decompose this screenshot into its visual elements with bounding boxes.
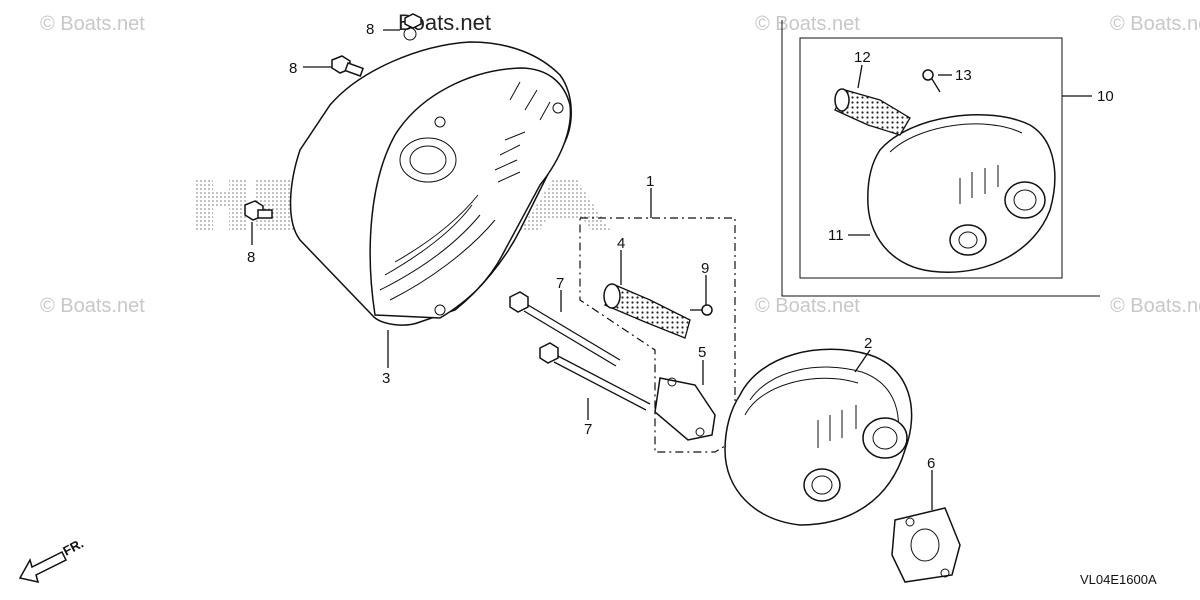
callouts: 1 2 3 4 5 6 7 7 8 8 8 9 10 11 12 13 bbox=[247, 21, 1114, 472]
flange-bolt-lower bbox=[244, 200, 273, 221]
spark-arrester bbox=[603, 283, 691, 339]
callout-2: 2 bbox=[864, 335, 872, 352]
tapping-screw-13 bbox=[922, 69, 941, 93]
watermark-text: © Boats.net bbox=[40, 295, 145, 317]
flange-bolt-left bbox=[331, 55, 364, 77]
leader-lines bbox=[251, 29, 1092, 510]
watermark-text: © Boats.net bbox=[755, 295, 860, 317]
spark-arrester-12 bbox=[834, 88, 911, 136]
callout-5: 5 bbox=[698, 344, 706, 361]
watermark-text: © Boats.net bbox=[1110, 295, 1200, 317]
callout-11: 11 bbox=[828, 227, 844, 244]
callout-9: 9 bbox=[701, 260, 709, 277]
callout-13: 13 bbox=[955, 67, 972, 84]
callout-8-left: 8 bbox=[289, 60, 297, 77]
diagram-code: VL04E1600A bbox=[1080, 572, 1157, 587]
watermark-group: © Boats.net © Boats.net © Boats.net © Bo… bbox=[40, 13, 1200, 317]
watermark-text: © Boats.net bbox=[1110, 13, 1200, 35]
callout-1: 1 bbox=[646, 173, 654, 190]
callout-4: 4 bbox=[617, 235, 625, 252]
muffler-11 bbox=[867, 114, 1056, 273]
callout-6: 6 bbox=[927, 455, 935, 472]
watermark-text: © Boats.net bbox=[40, 13, 145, 35]
flange-bolt-top bbox=[403, 13, 422, 41]
callout-7-upper: 7 bbox=[556, 275, 564, 292]
callout-8-lower: 8 bbox=[247, 249, 255, 266]
tapping-screw-9 bbox=[690, 304, 713, 316]
stud-bolt-lower bbox=[539, 342, 651, 411]
muffler-2 bbox=[724, 348, 913, 526]
muffler-gasket-5 bbox=[654, 377, 716, 441]
muffler-gasket-6 bbox=[891, 507, 961, 583]
assembly-10-outline bbox=[781, 20, 1100, 297]
muffler-protector bbox=[289, 41, 572, 326]
callout-8-top: 8 bbox=[366, 21, 374, 38]
stud-bolt-upper bbox=[509, 291, 621, 367]
arrow-icon bbox=[18, 550, 68, 584]
front-arrow: FR. bbox=[18, 536, 86, 584]
callout-12: 12 bbox=[854, 49, 871, 66]
callout-3: 3 bbox=[382, 370, 390, 387]
watermark-text: © Boats.net bbox=[755, 13, 860, 35]
callout-10: 10 bbox=[1097, 88, 1114, 105]
callout-7-lower: 7 bbox=[584, 421, 592, 438]
assembly-1-outline bbox=[579, 217, 736, 453]
